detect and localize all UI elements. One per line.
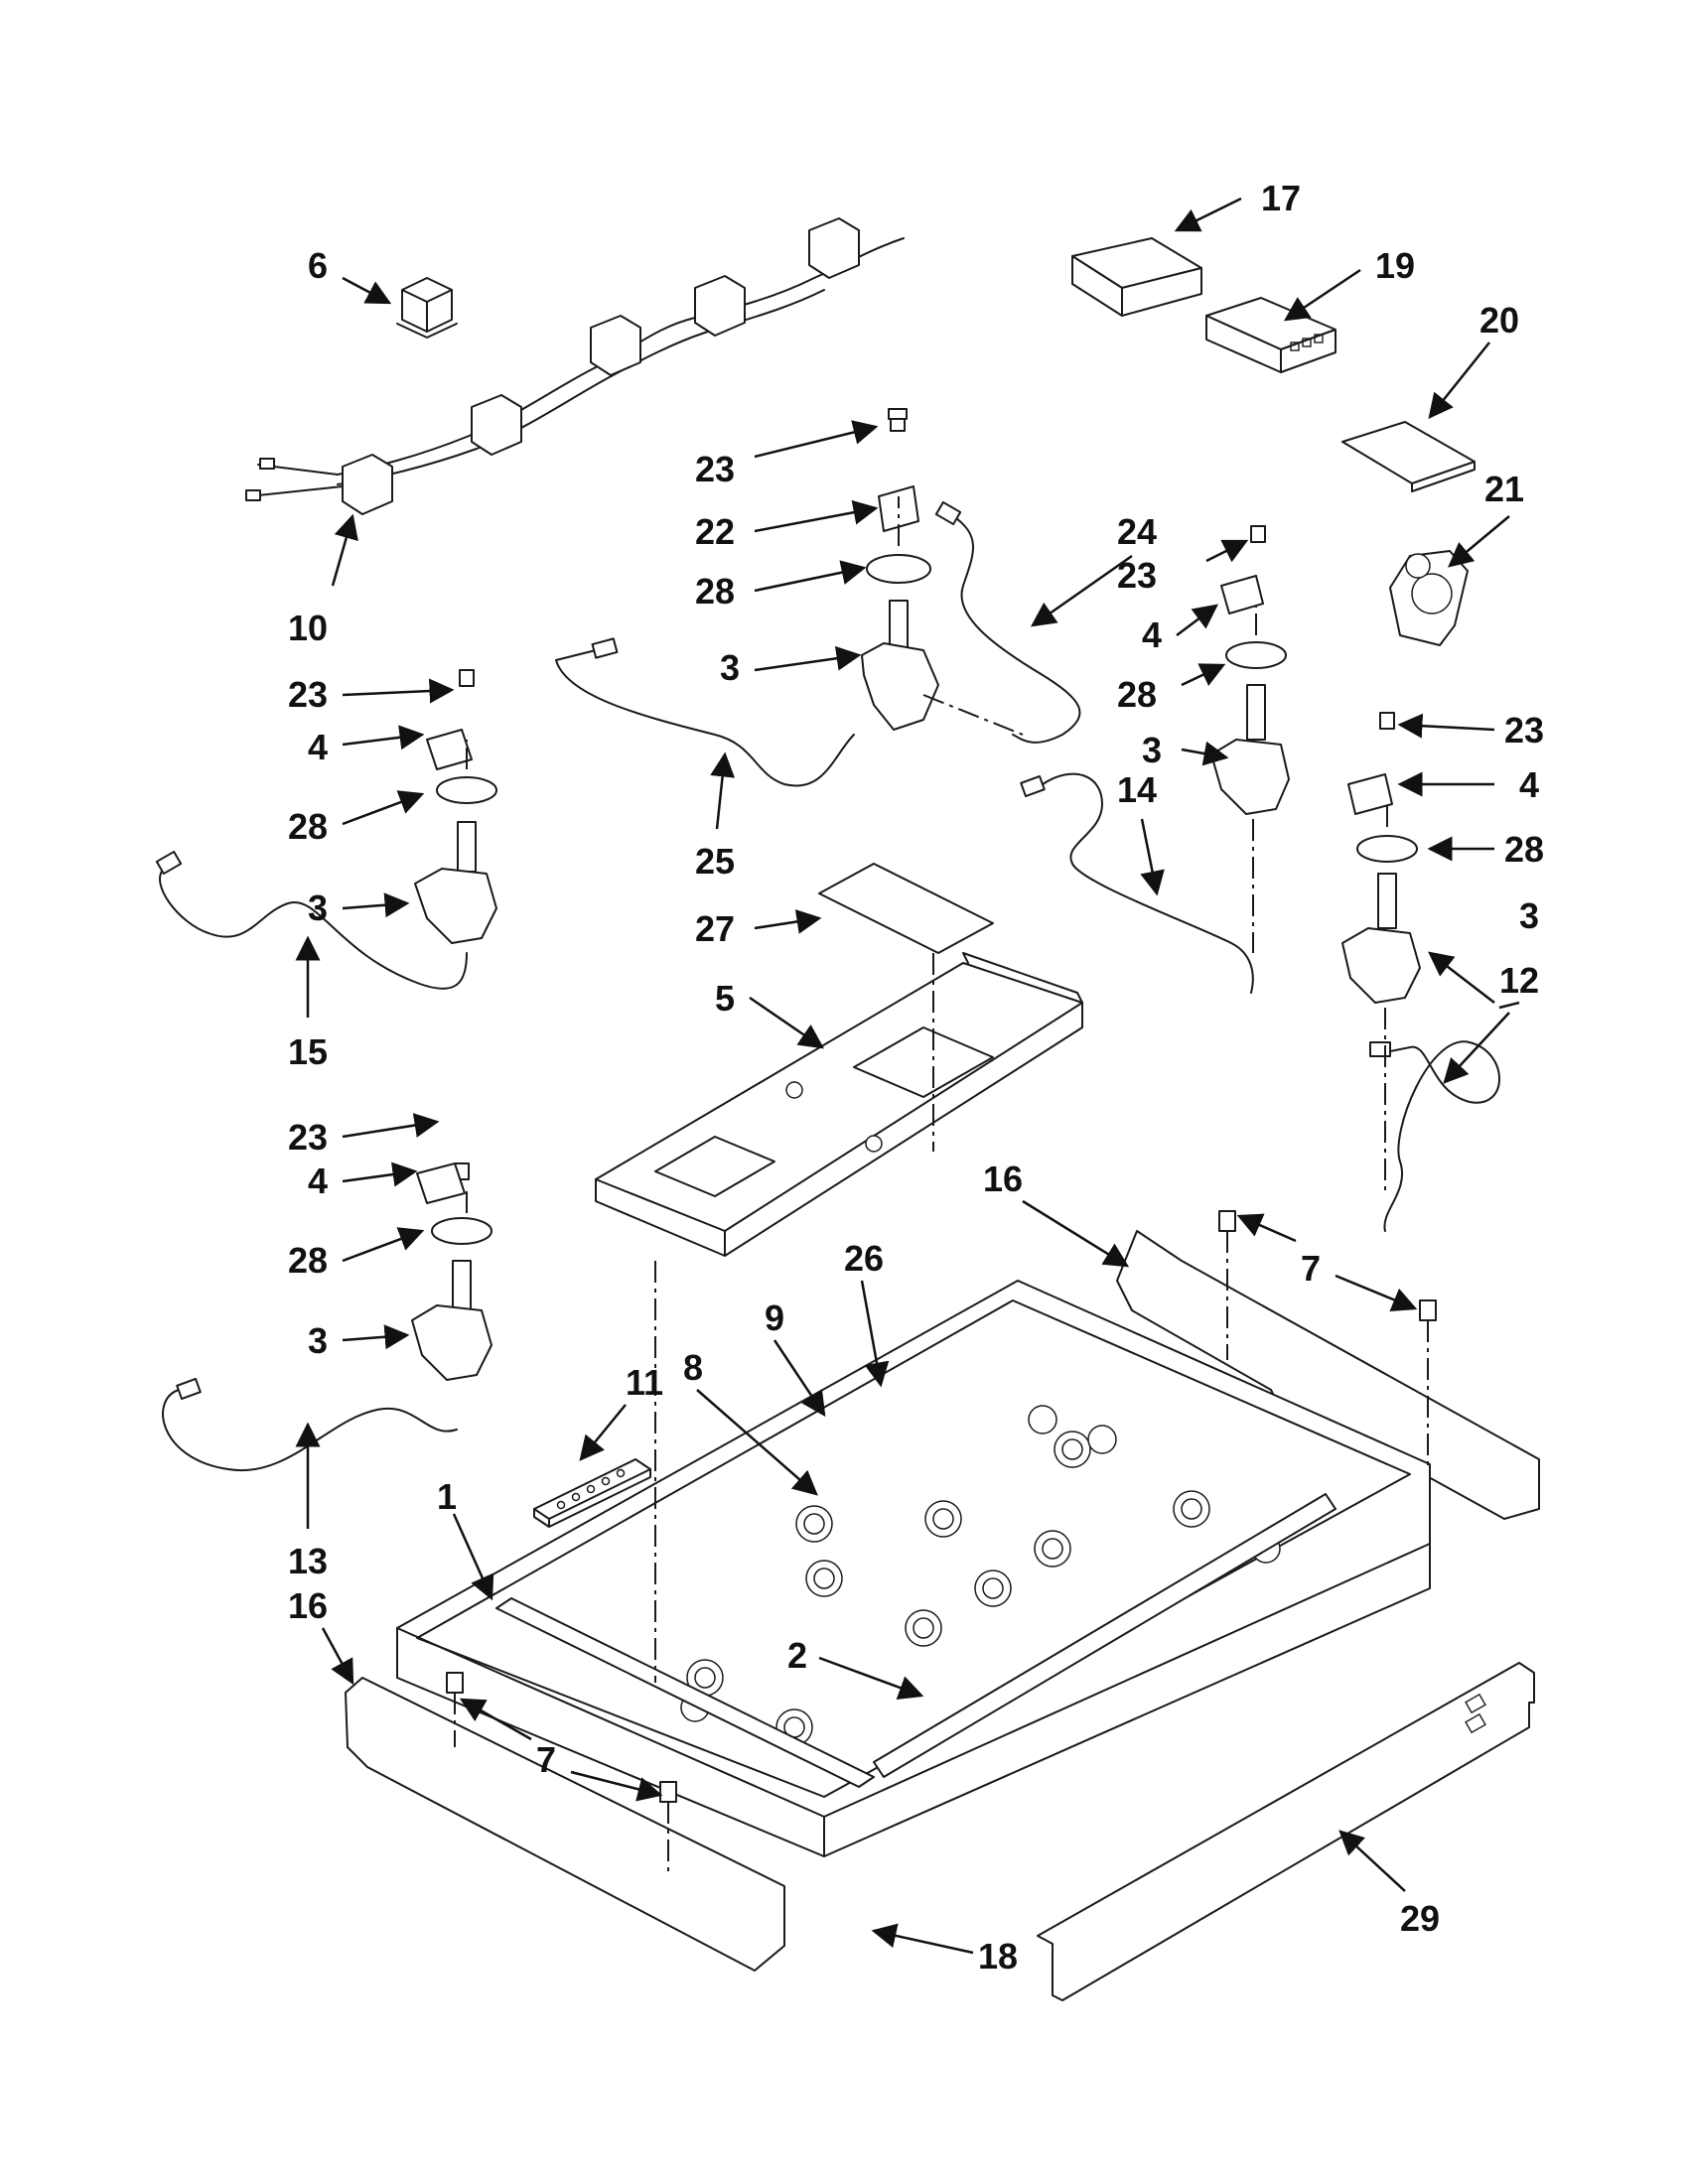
callout-3: 3 xyxy=(308,1320,328,1361)
part-27-gasket xyxy=(818,863,994,954)
callout-15: 15 xyxy=(288,1031,328,1072)
part-21-connector xyxy=(1389,550,1469,646)
part-16-side-panel-left xyxy=(345,1677,785,1972)
part-20-plate xyxy=(1341,421,1476,492)
callout-3: 3 xyxy=(720,647,740,688)
callout-16: 16 xyxy=(288,1585,328,1626)
callout-24: 24 xyxy=(1117,511,1157,552)
part-19-control-module xyxy=(1205,297,1336,373)
callout-9: 9 xyxy=(765,1297,784,1338)
callout-leaders xyxy=(295,197,1520,1955)
part-6-transformer xyxy=(396,277,458,339)
callout-25: 25 xyxy=(695,841,735,882)
callout-18: 18 xyxy=(978,1936,1018,1977)
callout-26: 26 xyxy=(844,1238,884,1279)
callout-29: 29 xyxy=(1400,1898,1440,1939)
callout-19: 19 xyxy=(1375,245,1415,286)
callout-1: 1 xyxy=(437,1476,457,1517)
callout-8: 8 xyxy=(683,1347,703,1388)
callout-3: 3 xyxy=(308,887,328,928)
tube-24 xyxy=(934,500,1081,744)
callout-11: 11 xyxy=(626,1362,663,1403)
callout-13: 13 xyxy=(288,1541,328,1581)
callout-14: 14 xyxy=(1117,769,1157,810)
part-2-cross-tube xyxy=(873,1493,1336,1778)
callout-12: 12 xyxy=(1499,960,1539,1001)
part-17-cover xyxy=(1071,237,1202,317)
tube-12 xyxy=(1369,1040,1500,1232)
callout-2: 2 xyxy=(787,1635,807,1676)
valve-assembly-right xyxy=(1341,712,1421,1004)
callout-23: 23 xyxy=(288,1117,328,1158)
callout-23: 23 xyxy=(288,674,328,715)
callout-28: 28 xyxy=(695,571,735,612)
tube-25 xyxy=(555,637,855,787)
part-5-tray xyxy=(595,952,1083,1257)
valve-assembly-center xyxy=(861,408,939,731)
callout-28: 28 xyxy=(288,806,328,847)
callout-7: 7 xyxy=(536,1739,556,1780)
tube-13 xyxy=(162,1378,458,1472)
tube-14 xyxy=(1020,772,1254,994)
callout-28: 28 xyxy=(1117,674,1157,715)
callout-22: 22 xyxy=(695,511,735,552)
callout-4: 4 xyxy=(1519,764,1539,805)
assembly-centerlines xyxy=(454,496,1429,1871)
callout-17: 17 xyxy=(1261,178,1301,218)
callout-23: 23 xyxy=(695,449,735,489)
callout-16: 16 xyxy=(983,1159,1023,1199)
callout-10: 10 xyxy=(288,608,328,648)
valve-assembly-left-lower xyxy=(411,1162,492,1381)
part-10-switch-harness xyxy=(245,217,905,515)
callout-28: 28 xyxy=(288,1240,328,1281)
callout-23: 23 xyxy=(1117,555,1157,596)
callout-21: 21 xyxy=(1484,469,1524,509)
tube-15 xyxy=(155,850,468,990)
callout-3: 3 xyxy=(1519,895,1539,936)
callout-3: 3 xyxy=(1142,730,1162,770)
valve-assembly-left-upper xyxy=(414,669,497,944)
callout-labels: 17 6 19 20 23 21 22 24 23 28 4 10 3 28 2… xyxy=(288,178,1544,1977)
part-11-bracket xyxy=(533,1458,651,1528)
callout-27: 27 xyxy=(695,908,735,949)
part-1-chassis xyxy=(396,1280,1431,1857)
callout-23: 23 xyxy=(1504,710,1544,751)
callout-4: 4 xyxy=(308,1160,328,1201)
callout-4: 4 xyxy=(308,727,328,767)
callout-6: 6 xyxy=(308,245,328,286)
callout-4: 4 xyxy=(1142,614,1162,655)
callout-20: 20 xyxy=(1479,300,1519,341)
part-29-rear-panel xyxy=(1037,1662,1535,2001)
callout-5: 5 xyxy=(715,978,735,1019)
callout-28: 28 xyxy=(1504,829,1544,870)
callout-7: 7 xyxy=(1301,1248,1321,1289)
valve-assembly-right-center xyxy=(1210,525,1290,815)
